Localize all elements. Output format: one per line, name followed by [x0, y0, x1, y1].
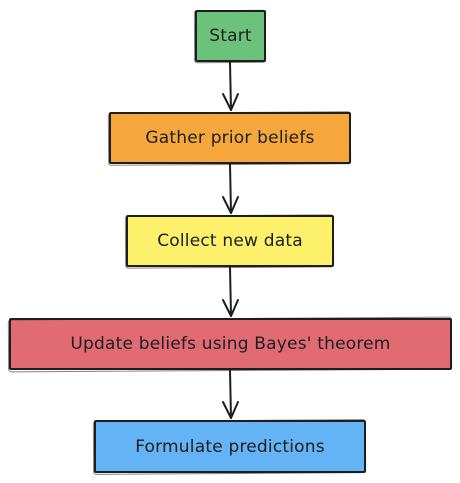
arrow-collect-to-update [222, 266, 239, 317]
arrow-gather-to-collect [222, 163, 239, 214]
arrow-update-to-predict [222, 369, 239, 419]
formulate-predictions-label: Formulate predictions [135, 436, 325, 457]
update-beliefs-label: Update beliefs using Bayes' theorem [70, 334, 391, 354]
arrow-start-to-gather [222, 61, 239, 111]
collect-new-data-node: Collect new data [126, 215, 334, 267]
collect-new-data-label: Collect new data [157, 231, 303, 251]
start-node: Start [195, 10, 266, 62]
formulate-predictions-node: Formulate predictions [94, 420, 366, 473]
gather-prior-beliefs-node: Gather prior beliefs [109, 112, 351, 164]
gather-prior-beliefs-label: Gather prior beliefs [145, 128, 315, 148]
update-beliefs-node: Update beliefs using Bayes' theorem [9, 318, 452, 370]
start-node-label: Start [209, 26, 252, 46]
